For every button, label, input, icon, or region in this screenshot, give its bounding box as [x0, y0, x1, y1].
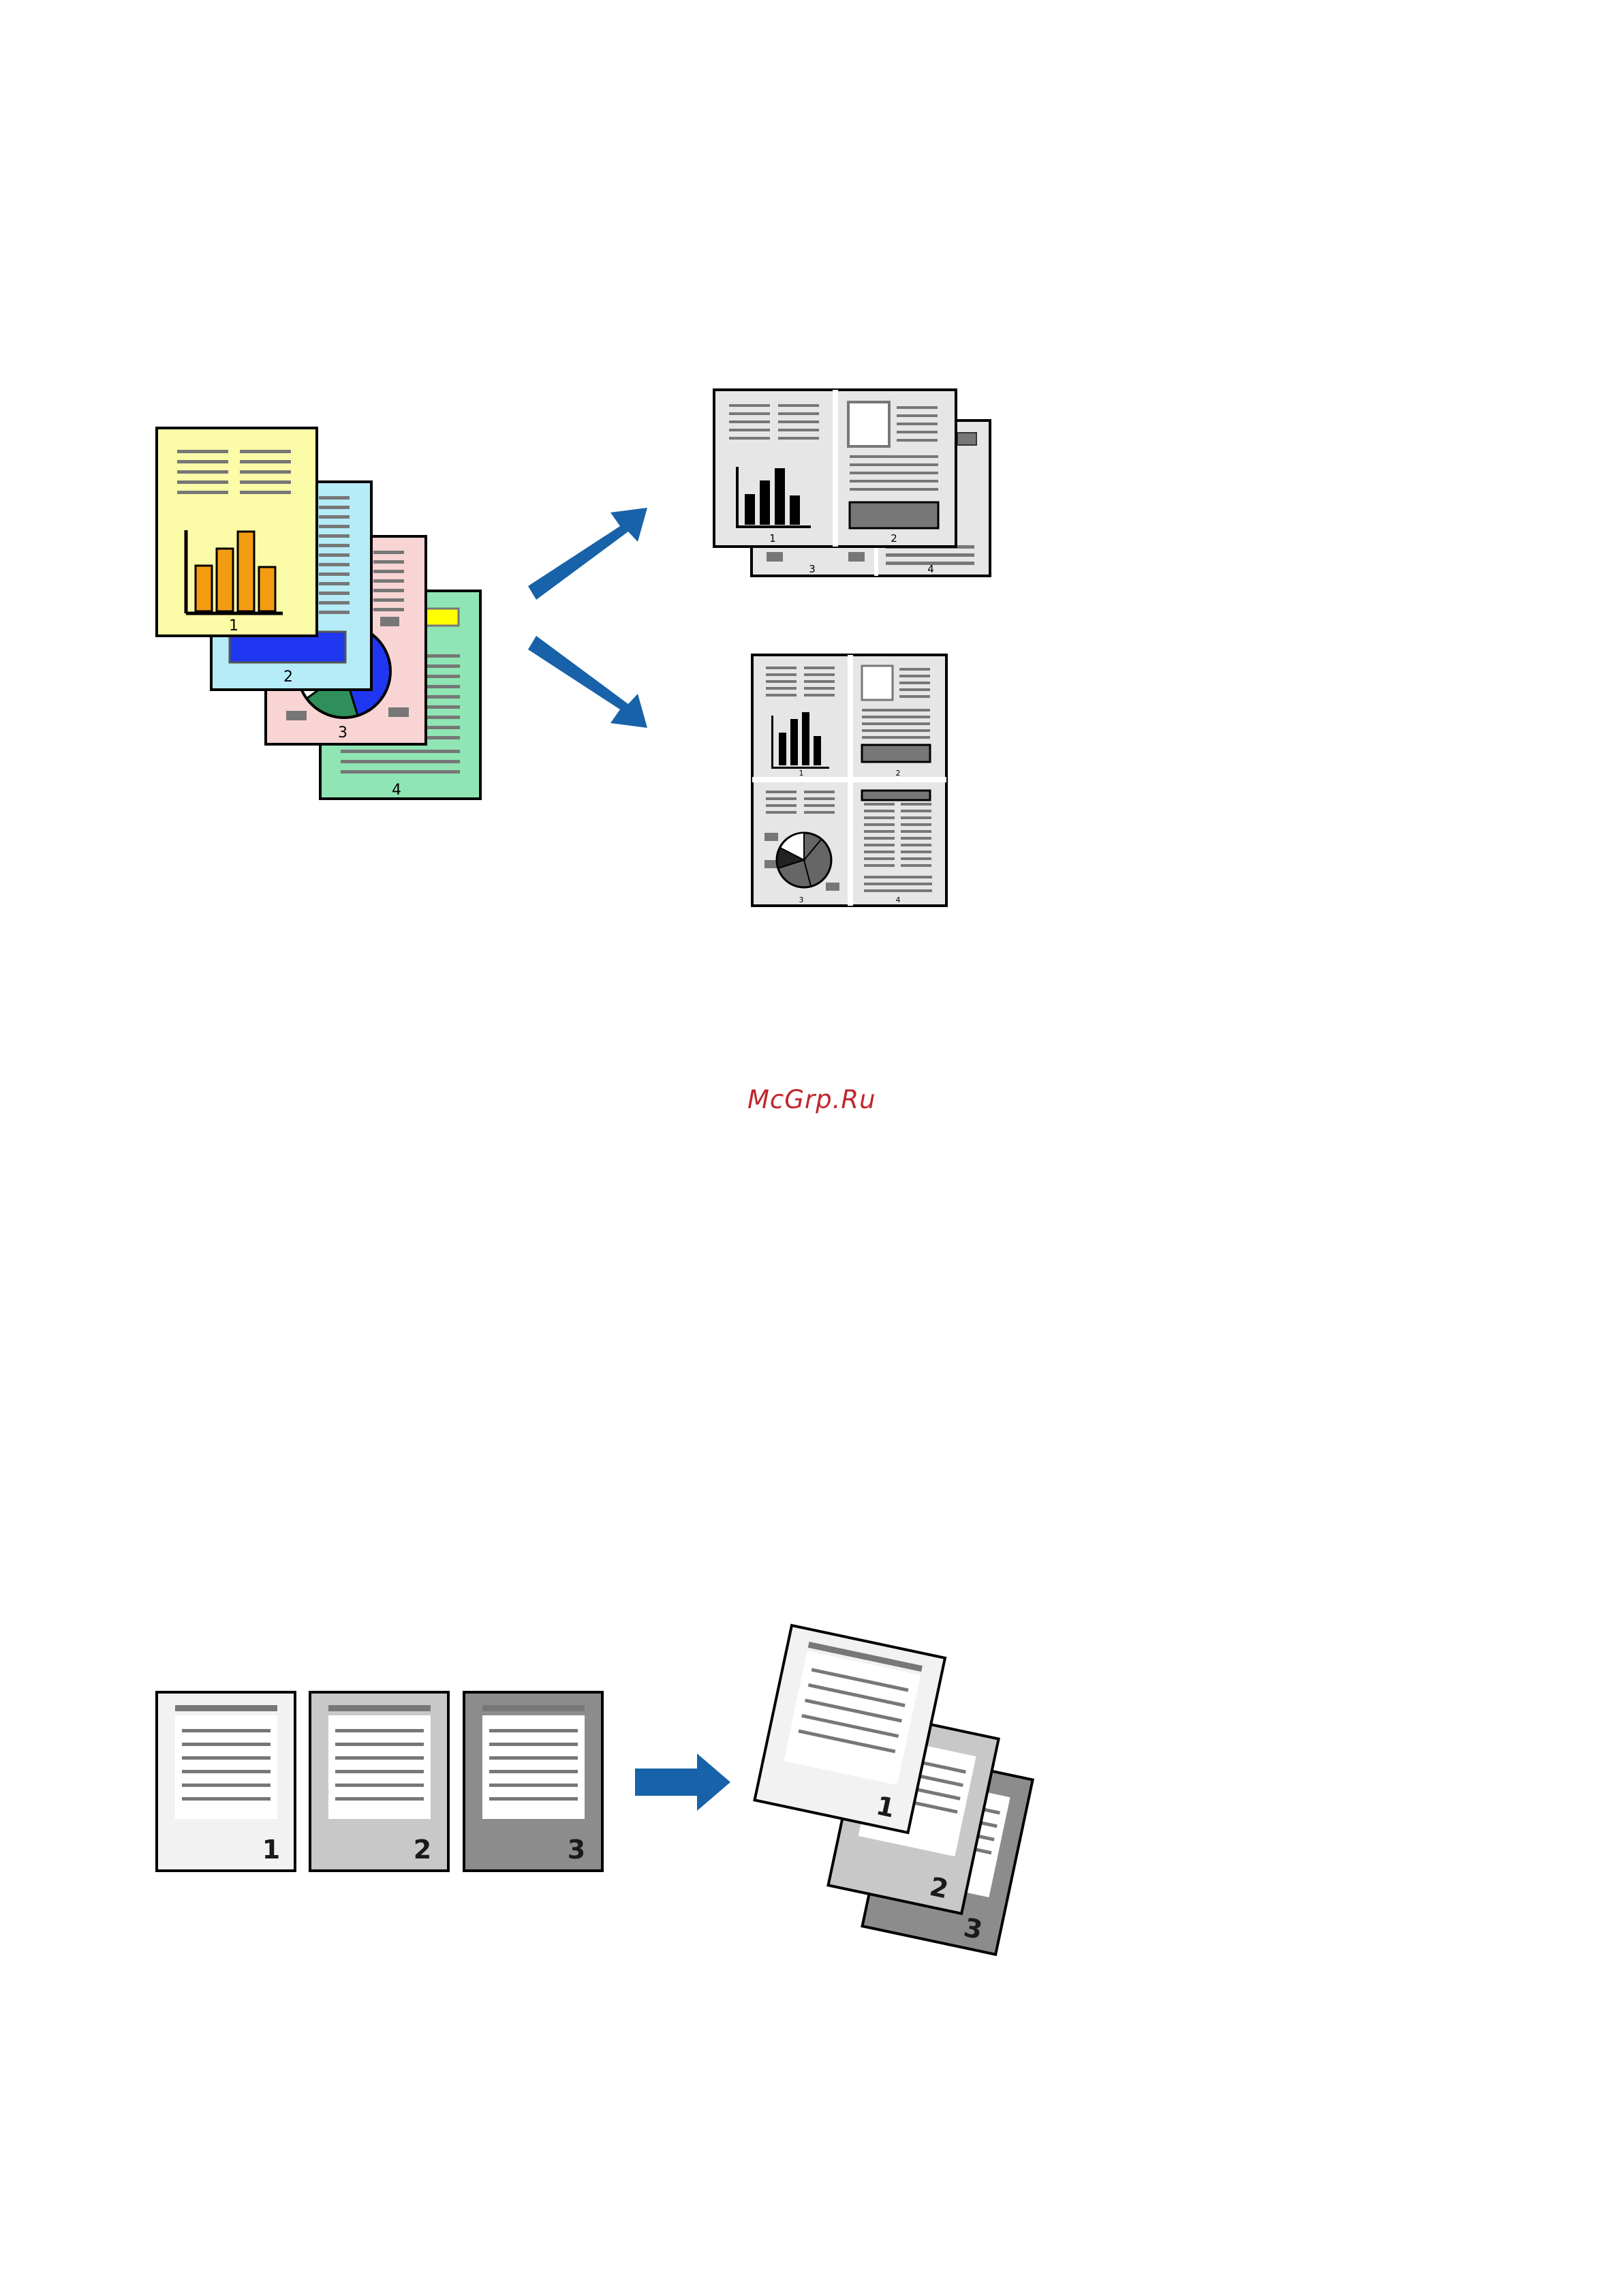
page-number: 3	[809, 563, 816, 575]
four-up-sheet: 1 2 3 4	[752, 655, 946, 906]
source-page-1: 1	[157, 428, 317, 636]
page-number: 3	[568, 1835, 585, 1865]
collate-source-page-3: 3	[464, 1692, 602, 1871]
page-number: 1	[799, 769, 804, 778]
page-number: 2	[283, 669, 293, 686]
page-number: 3	[799, 896, 804, 904]
collated-stack: 3 2 1	[755, 1625, 1033, 1955]
page-number: 3	[338, 724, 347, 741]
page-number: 1	[769, 532, 776, 545]
collate-source-page-1: 1	[157, 1692, 295, 1871]
arrow-right-icon	[635, 1754, 730, 1811]
arrow-up-right-icon	[528, 508, 647, 600]
two-up-sheet-front: 1 2	[714, 390, 956, 547]
page-number: 1	[229, 617, 238, 634]
page-number: 4	[896, 896, 901, 904]
page-number: 2	[891, 532, 897, 545]
page-number: 1	[262, 1835, 280, 1865]
page-number: 4	[392, 782, 401, 799]
arrow-down-right-icon	[528, 636, 647, 728]
page-number: 2	[414, 1835, 431, 1865]
page-number: 4	[927, 563, 934, 575]
watermark-text: McGrp.Ru	[747, 1085, 870, 1119]
page-number: 2	[896, 769, 901, 778]
collate-source-page-2: 2	[310, 1692, 448, 1871]
